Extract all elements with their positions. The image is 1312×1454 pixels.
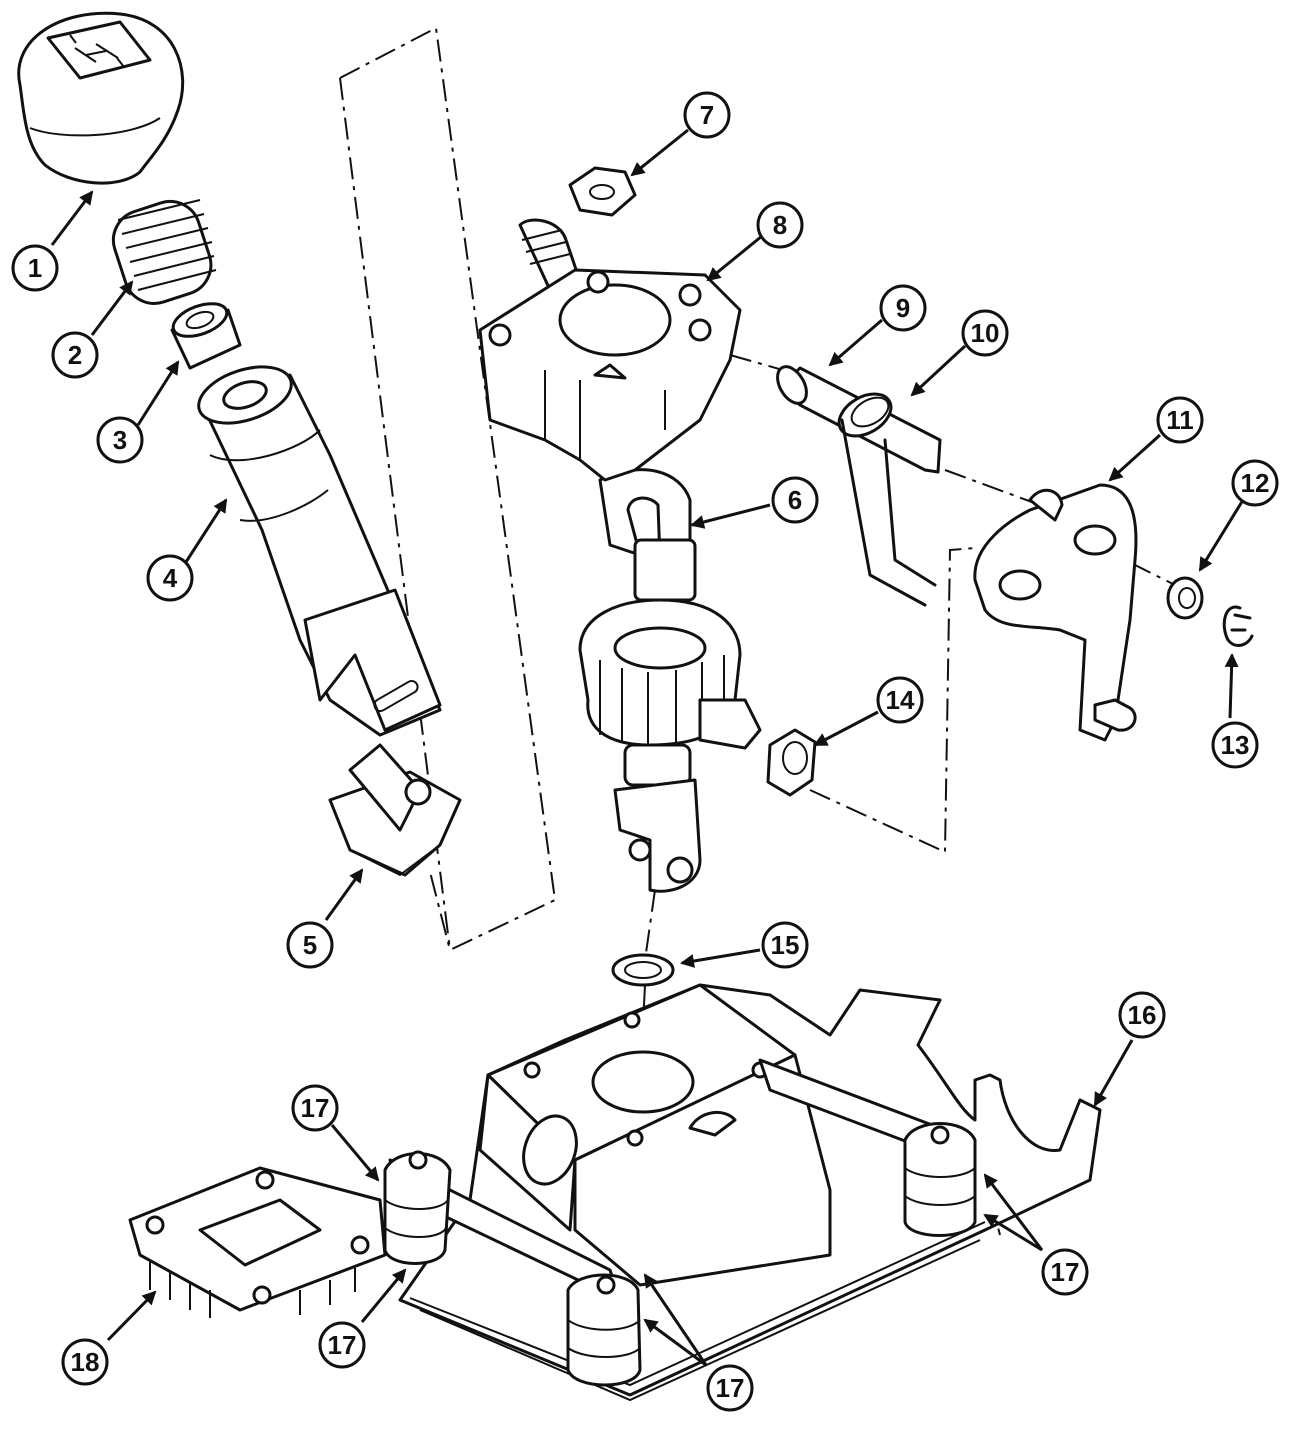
spring	[111, 199, 217, 305]
callout-17-right: 17	[1041, 1248, 1089, 1296]
svg-text:15: 15	[771, 930, 800, 960]
svg-text:18: 18	[71, 1347, 100, 1377]
svg-text:8: 8	[773, 210, 787, 240]
svg-text:4: 4	[163, 563, 178, 593]
hex-nut	[568, 166, 637, 217]
callout-7: 7	[683, 91, 731, 139]
svg-text:7: 7	[700, 100, 714, 130]
callout-17-top-left: 17	[291, 1084, 339, 1132]
callout-17-bottom: 17	[706, 1364, 754, 1412]
rubber-bushings	[383, 1058, 977, 1387]
svg-text:6: 6	[788, 485, 802, 515]
callout-8: 8	[756, 201, 804, 249]
shift-shaft	[578, 468, 762, 893]
svg-text:13: 13	[1221, 730, 1250, 760]
mount-plate	[128, 1166, 387, 1318]
threaded-nut	[766, 728, 817, 797]
svg-text:9: 9	[896, 293, 910, 323]
callout-4: 4	[146, 554, 194, 602]
callout-12: 12	[1231, 459, 1279, 507]
selector-bracket	[973, 483, 1138, 742]
svg-text:17: 17	[301, 1093, 330, 1123]
callout-14: 14	[876, 676, 924, 724]
svg-text:16: 16	[1128, 1000, 1157, 1030]
callout-13: 13	[1211, 721, 1259, 769]
svg-text:5: 5	[303, 930, 317, 960]
callout-10: 10	[961, 309, 1009, 357]
callout-6: 6	[771, 476, 819, 524]
svg-text:17: 17	[1051, 1257, 1080, 1287]
callout-2: 2	[51, 331, 99, 379]
washer	[1166, 576, 1204, 620]
torsion-spring	[837, 392, 937, 607]
callout-9: 9	[879, 284, 927, 332]
svg-text:11: 11	[1166, 405, 1194, 435]
callout-5: 5	[286, 921, 334, 969]
pivot-block	[328, 743, 462, 877]
svg-text:2: 2	[68, 340, 82, 370]
callout-16: 16	[1118, 991, 1166, 1039]
callout-11: 11	[1156, 396, 1204, 444]
svg-text:12: 12	[1241, 468, 1270, 498]
svg-text:10: 10	[971, 318, 1000, 348]
callout-15: 15	[761, 921, 809, 969]
shift-knob	[17, 11, 185, 185]
svg-text:1: 1	[28, 253, 42, 283]
e-clip	[1222, 605, 1254, 647]
shifter-housing	[478, 218, 742, 482]
shift-lever-tube	[197, 365, 442, 737]
callout-17-bottom-left: 17	[318, 1321, 366, 1369]
callout-18: 18	[61, 1338, 109, 1386]
svg-text:3: 3	[113, 425, 127, 455]
shift-pattern-icon	[69, 34, 125, 68]
callout-1: 1	[11, 244, 59, 292]
svg-text:17: 17	[328, 1330, 357, 1360]
callout-3: 3	[96, 416, 144, 464]
svg-text:14: 14	[886, 685, 915, 715]
bushing	[170, 302, 242, 370]
o-ring	[611, 953, 675, 987]
base-plate	[398, 983, 1102, 1402]
leader-arrows	[50, 128, 1245, 1367]
svg-text:17: 17	[716, 1373, 745, 1403]
